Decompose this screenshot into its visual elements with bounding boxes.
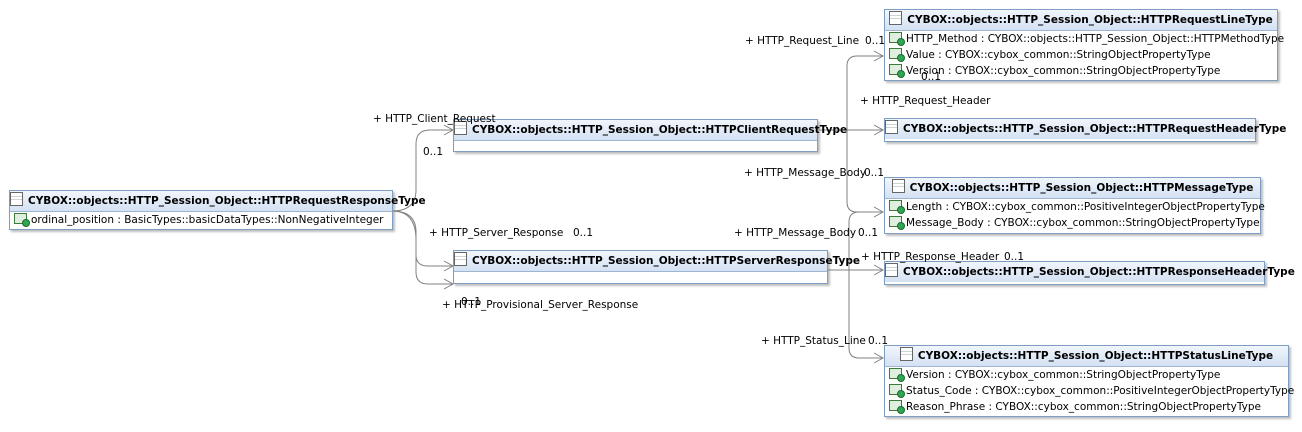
class-name: CYBOX::objects::HTTP_Session_Object::HTT… (903, 123, 1287, 135)
class-http-request-response-type[interactable]: CYBOX::objects::HTTP_Session_Object::HTT… (9, 190, 426, 230)
class-http-status-line-type[interactable]: CYBOX::objects::HTTP_Session_Object::HTT… (884, 345, 1294, 417)
class-icon (10, 192, 23, 206)
attribute-row[interactable]: Length : CYBOX::cybox_common::PositiveIn… (885, 199, 1265, 215)
attribute-icon (889, 64, 905, 78)
class-icon (899, 347, 913, 361)
class-name: CYBOX::objects::HTTP_Session_Object::HTT… (28, 195, 426, 207)
multiplicity-request-header: 0..1 (921, 71, 942, 83)
connector-http-provisional-server-response (391, 210, 453, 285)
multiplicity-request-line: 0..1 (865, 35, 886, 47)
multiplicity-status-line: 0..1 (868, 335, 889, 347)
role-http-response-header: + HTTP_Response_Header (861, 251, 1000, 263)
class-icon (885, 263, 898, 277)
role-http-request-line: + HTTP_Request_Line (745, 35, 860, 47)
role-http-server-response: + HTTP_Server_Response (429, 227, 564, 239)
multiplicity-message-body-client: 0..1 (864, 167, 885, 179)
role-http-request-header: + HTTP_Request_Header (860, 95, 991, 107)
attribute-icon (889, 200, 905, 214)
multiplicity-response-header: 0..1 (1004, 251, 1025, 263)
multiplicity-server-response: 0..1 (573, 227, 594, 239)
multiplicity-provisional-server-response: 0..1 (461, 296, 482, 308)
role-http-message-body-client: + HTTP_Message_Body (744, 167, 867, 179)
class-name: CYBOX::objects::HTTP_Session_Object::HTT… (907, 14, 1273, 26)
attribute-row[interactable]: Value : CYBOX::cybox_common::StringObjec… (885, 47, 1277, 63)
class-name: CYBOX::objects::HTTP_Session_Object::HTT… (903, 266, 1295, 278)
class-name: CYBOX::objects::HTTP_Session_Object::HTT… (472, 255, 861, 267)
class-name: CYBOX::objects::HTTP_Session_Object::HTT… (909, 182, 1254, 194)
class-http-message-type[interactable]: CYBOX::objects::HTTP_Session_Object::HTT… (884, 177, 1265, 234)
attribute-text: Status_Code : CYBOX::cybox_common::Posit… (906, 385, 1295, 397)
attribute-icon (889, 216, 905, 230)
attribute-row[interactable]: Message_Body : CYBOX::cybox_common::Stri… (885, 215, 1260, 231)
class-http-response-header-type[interactable]: CYBOX::objects::HTTP_Session_Object::HTT… (884, 261, 1295, 285)
class-icon (885, 120, 898, 134)
attribute-text: Version : CYBOX::cybox_common::StringObj… (906, 369, 1221, 381)
class-header: CYBOX::objects::HTTP_Session_Object::HTT… (885, 119, 1286, 139)
class-header: CYBOX::objects::HTTP_Session_Object::HTT… (885, 10, 1277, 31)
attribute-text: Message_Body : CYBOX::cybox_common::Stri… (906, 217, 1260, 229)
attribute-compartment (454, 141, 817, 150)
class-header: CYBOX::objects::HTTP_Session_Object::HTT… (885, 262, 1295, 282)
attribute-text: Length : CYBOX::cybox_common::PositiveIn… (906, 201, 1265, 213)
role-http-client-request: + HTTP_Client_Request (373, 113, 496, 125)
attribute-row[interactable]: Version : CYBOX::cybox_common::StringObj… (885, 367, 1288, 383)
attribute-text: Reason_Phrase : CYBOX::cybox_common::Str… (906, 401, 1261, 413)
connector-http-request-line (817, 55, 883, 131)
class-http-request-line-type[interactable]: CYBOX::objects::HTTP_Session_Object::HTT… (884, 9, 1284, 81)
attribute-text: Value : CYBOX::cybox_common::StringObjec… (906, 49, 1211, 61)
connector-http-message-body-server (827, 211, 883, 271)
attribute-icon (889, 32, 905, 46)
attribute-row[interactable]: HTTP_Method : CYBOX::objects::HTTP_Sessi… (885, 31, 1284, 47)
multiplicity-message-body-server: 0..1 (858, 227, 879, 239)
attribute-row[interactable]: ordinal_position : BasicTypes::basicData… (10, 212, 392, 228)
class-name: CYBOX::objects::HTTP_Session_Object::HTT… (917, 350, 1274, 362)
class-http-request-header-type[interactable]: CYBOX::objects::HTTP_Session_Object::HTT… (884, 118, 1286, 142)
attribute-icon (889, 368, 905, 382)
class-header: CYBOX::objects::HTTP_Session_Object::HTT… (885, 178, 1260, 199)
role-http-status-line: + HTTP_Status_Line (761, 335, 866, 347)
attribute-text: Version : CYBOX::cybox_common::StringObj… (906, 65, 1221, 77)
class-icon (454, 252, 467, 266)
attribute-text: ordinal_position : BasicTypes::basicData… (31, 214, 384, 226)
role-http-provisional-server-response: + HTTP_Provisional_Server_Response (442, 299, 639, 311)
multiplicity-client-request: 0..1 (423, 146, 444, 158)
class-icon (891, 179, 905, 193)
class-header: CYBOX::objects::HTTP_Session_Object::HTT… (454, 120, 847, 141)
connector-http-status-line (827, 269, 883, 359)
role-http-message-body-server: + HTTP_Message_Body (734, 227, 857, 239)
attribute-icon (889, 384, 905, 398)
class-header: CYBOX::objects::HTTP_Session_Object::HTT… (454, 251, 860, 272)
class-header: CYBOX::objects::HTTP_Session_Object::HTT… (10, 191, 426, 212)
class-name: CYBOX::objects::HTTP_Session_Object::HTT… (472, 124, 848, 136)
attribute-icon (889, 48, 905, 62)
class-icon (889, 11, 903, 25)
connector-http-client-request (391, 129, 453, 212)
attribute-row[interactable]: Version : CYBOX::cybox_common::StringObj… (885, 63, 1277, 79)
attribute-row[interactable]: Status_Code : CYBOX::cybox_common::Posit… (885, 383, 1294, 399)
class-http-client-request-type[interactable]: CYBOX::objects::HTTP_Session_Object::HTT… (453, 119, 847, 152)
attribute-row[interactable]: Reason_Phrase : CYBOX::cybox_common::Str… (885, 399, 1288, 415)
class-http-server-response-type[interactable]: CYBOX::objects::HTTP_Session_Object::HTT… (453, 250, 860, 284)
attribute-icon (14, 213, 30, 227)
attribute-text: HTTP_Method : CYBOX::objects::HTTP_Sessi… (906, 33, 1285, 45)
attribute-icon (889, 400, 905, 414)
class-icon (454, 121, 467, 135)
attribute-compartment (454, 272, 827, 281)
class-header: CYBOX::objects::HTTP_Session_Object::HTT… (885, 346, 1288, 367)
